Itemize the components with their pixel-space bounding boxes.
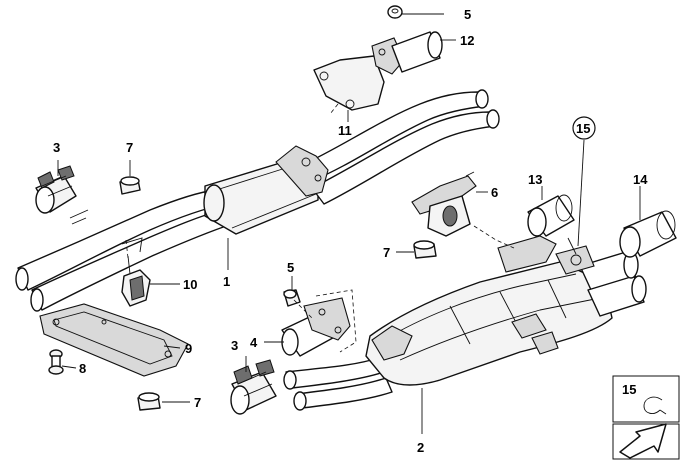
callout-5-top: 5 [464,7,471,22]
callout-13: 13 [528,172,542,187]
callout-14: 14 [633,172,648,187]
callout-7-lower: 7 [194,395,201,410]
clamp-part-3-upper[interactable] [35,165,77,214]
bushing-part-7-lower[interactable] [137,392,161,411]
direction-arrow-icon [619,423,667,459]
legend-box: 15 [612,375,680,423]
clip-icon [643,396,667,415]
mount-bracket-part-6[interactable] [411,171,477,237]
flange-pipe-part-12[interactable] [371,31,443,75]
callout-3-upper: 3 [53,140,60,155]
callout-1: 1 [223,274,230,289]
flange-gasket-part-11[interactable] [313,55,385,111]
direction-arrow-box [612,423,680,460]
callout-2: 2 [417,440,424,455]
clamp-part-3-lower[interactable] [230,359,277,415]
callout-12: 12 [460,33,474,48]
callout-15: 15 [576,121,590,136]
callout-4: 4 [250,335,258,350]
legend-label: 15 [622,382,636,397]
bushing-part-7-mid[interactable] [413,240,437,259]
sleeve-part-4[interactable] [281,289,357,357]
hanger-part-10[interactable] [121,255,151,307]
callout-10: 10 [183,277,197,292]
callout-numbers: 1 2 3 3 4 5 5 6 7 7 7 8 9 10 11 12 13 14… [53,7,648,455]
callout-11: 11 [338,123,352,138]
tailpipe-trim-part-14[interactable] [619,210,677,258]
underbody-plate-part-9[interactable] [39,303,189,377]
callout-3-lower: 3 [231,338,238,353]
nut-part-5-top[interactable] [387,5,403,19]
rear-silencer-part-2[interactable] [283,235,647,411]
callout-7-upper: 7 [126,140,133,155]
callout-15-circle [572,116,596,140]
bushing-part-7-upper[interactable] [119,176,141,195]
tailpipe-trim-part-13[interactable] [527,194,575,237]
callout-6: 6 [491,185,498,200]
callout-7-mid: 7 [383,245,390,260]
callout-9: 9 [185,341,192,356]
leader-lines [57,13,641,434]
nut-part-5-mid[interactable] [283,289,301,307]
callout-8: 8 [79,361,86,376]
callout-5-mid: 5 [287,260,294,275]
front-pipe-part-1[interactable] [15,89,500,312]
bolt-part-8[interactable] [48,349,64,375]
retaining-clip-part-15[interactable] [555,237,595,275]
